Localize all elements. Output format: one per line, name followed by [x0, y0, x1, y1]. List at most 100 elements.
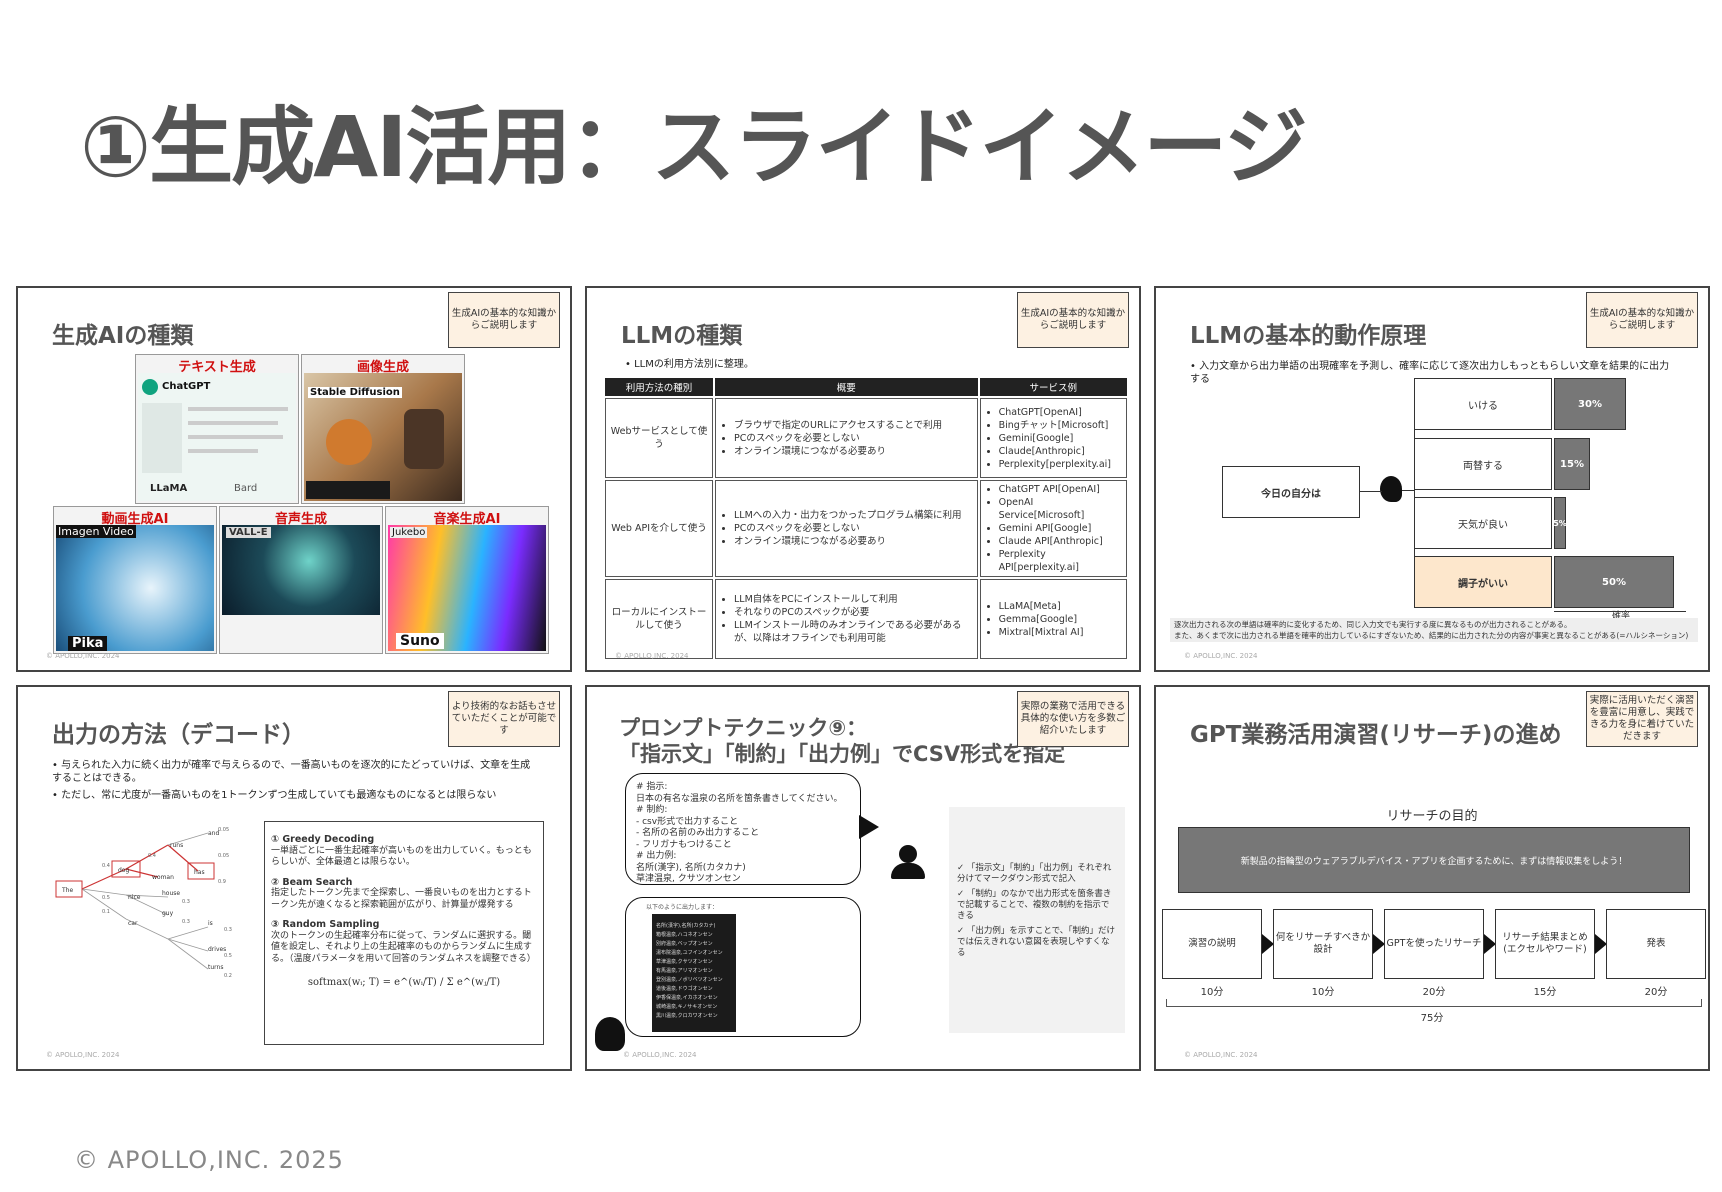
tile-label: 音楽生成AI: [433, 512, 501, 527]
flow-step: 演習の説明: [1162, 909, 1262, 979]
flow-step: 発表: [1606, 909, 1706, 979]
slide-llm-types[interactable]: LLMの種類 生成AIの基本的な知識からご説明します • LLMの利用方法別に整…: [585, 286, 1141, 672]
list-item: PCのスペックを必要としない: [734, 432, 973, 445]
summary-cell: ブラウザで指定のURLにアクセスすることで利用 PCのスペックを必要としない オ…: [715, 398, 978, 478]
softmax-formula: softmax(wᵢ; T) = e^(wᵢ/T) / Σ e^(wⱼ/T): [307, 977, 501, 988]
csv-line: 黒川温泉,クロカワオンセン: [656, 1013, 718, 1019]
connector-line: [1414, 404, 1415, 579]
csv-line: 箱根温泉,ハコネオンセン: [656, 932, 713, 938]
node-box: [55, 880, 83, 898]
tile-label: 音声生成: [274, 512, 327, 527]
copyright: © APOLLO,INC. 2024: [623, 1051, 697, 1059]
method-name: ③ Random Sampling: [271, 919, 380, 930]
tree-word: car: [128, 920, 138, 927]
candidate-box: 両替する: [1414, 438, 1552, 490]
tree-prob: 0.3: [182, 919, 190, 925]
tile-video-generation: 動画生成AI Imagen Video Pika: [53, 506, 217, 654]
tree-word: dog: [118, 867, 129, 874]
tile-label: テキスト生成: [178, 360, 256, 375]
tree-word: drives: [208, 946, 226, 953]
slide-decode-methods[interactable]: 出力の方法（デコード） より技術的なお話もさせていただくことが可能です • 与え…: [16, 685, 572, 1071]
csv-line: 伊香保温泉,イカホオンセン: [656, 995, 718, 1001]
title-line: 「指示文」「制約」「出力例」でCSV形式を指定: [619, 742, 1066, 766]
candidate-box: いける: [1414, 378, 1552, 430]
total-bracket: [1166, 999, 1702, 1007]
total-time: 75分: [1420, 1013, 1444, 1024]
prompt-line: # 出力例:: [636, 851, 677, 861]
input-box: 今日の自分は: [1222, 466, 1360, 518]
title-line: プロンプトテクニック⑨：: [619, 716, 868, 740]
summary-cell: LLM自体をPCにインストールして利用 それなりのPCのスペックが必要 LLMイ…: [715, 579, 978, 659]
llm-table: 利用方法の種別 概要 サービス例 Webサービスとして使う ブラウザで指定のUR…: [603, 376, 1129, 661]
response-header: 以下のように出力します：: [646, 904, 719, 911]
type-cell: ローカルにインストールして使う: [605, 579, 713, 659]
check-item: ✓ 「制約」のなかで出力形式を箇条書きで記載することで、複数の制約を指示できる: [957, 889, 1112, 921]
arrow-right-icon: [1373, 934, 1385, 954]
checklist: ✓ 「指示文」「制約」「出力例」それぞれ分けてマークダウン形式で記入 ✓ 「制約…: [949, 807, 1125, 1033]
list-item: オンライン環境につながる必要あり: [734, 535, 973, 548]
csv-line: 別府温泉,ベップオンセン: [656, 941, 713, 947]
bullet: • ただし、常に尤度が一番高いものを1トークンずつ生成していても最適なものになる…: [52, 790, 497, 801]
tile-text-generation: テキスト生成 ChatGPT LLaMA Bard: [135, 354, 299, 504]
tree-word: is: [208, 920, 213, 927]
bullet-text: 与えられた入力に続く出力が確率で与えらるので、一番高いものを逐次的にたどっていけ…: [52, 760, 531, 784]
tree-word: and: [208, 830, 219, 837]
tree-prob: 0.05: [218, 853, 229, 859]
tree-prob: 0.4: [148, 853, 156, 859]
speaker-note: 生成AIの基本的な知識からご説明します: [1017, 292, 1129, 348]
tile-image-generation: 画像生成 Stable Diffusion: [301, 354, 465, 504]
tree-word: turns: [208, 964, 223, 971]
slide-genai-types[interactable]: 生成AIの種類 生成AIの基本的な知識からご説明します テキスト生成 ChatG…: [16, 286, 572, 672]
slide-llm-principle[interactable]: LLMの基本的動作原理 生成AIの基本的な知識からご説明します • 入力文章から…: [1154, 286, 1710, 672]
bullet-text: 入力文章から出力単語の出現確率を予測し、確率に応じて逐次出力しもっともらしい文章…: [1190, 361, 1670, 385]
tree-word: runs: [170, 842, 183, 849]
tree-prob: 0.4: [102, 863, 110, 869]
chat-line: [188, 449, 258, 453]
slide-title: LLMの基本的動作原理: [1190, 323, 1427, 349]
slide-title: LLMの種類: [621, 323, 743, 349]
purpose-box: 新製品の指輪型のウェアラブルデバイス・アプリを企画するために、まずは情報収集をし…: [1178, 827, 1690, 893]
list-item: LLMへの入力・出力をつかったプログラム構築に利用: [734, 509, 973, 522]
bullet: • 与えられた入力に続く出力が確率で与えらるので、一番高いものを逐次的にたどって…: [52, 760, 531, 784]
prompt-line: - csv形式で出力すること: [636, 816, 739, 827]
axis-label: 確率: [1612, 611, 1631, 621]
chatgpt-logo-icon: [142, 379, 158, 395]
slide-prompt-technique[interactable]: プロンプトテクニック⑨： 「指示文」「制約」「出力例」でCSV形式を指定 実際の…: [585, 685, 1141, 1071]
bullet: • 入力文章から出力単語の出現確率を予測し、確率に応じて逐次出力しもっともらしい…: [1190, 361, 1670, 385]
list-item: Perplexity[perplexity.ai]: [999, 458, 1122, 471]
csv-line: 登別温泉,ノボリベツオンセン: [656, 977, 723, 983]
tree-prob: 0.3: [182, 899, 190, 905]
candidate-box: 天気が良い: [1414, 497, 1552, 549]
brain-head-icon: [1380, 476, 1402, 502]
flow-step: 何をリサーチすべきか設計: [1273, 909, 1373, 979]
vall-e-image: VALL-E: [222, 525, 380, 615]
slide-gpt-exercise[interactable]: GPT業務活用演習(リサーチ)の進め 実際に活用いただく演習を豊富に用意し、実践…: [1154, 685, 1710, 1071]
step-time: 20分: [1422, 987, 1446, 998]
type-cell: Webサービスとして使う: [605, 398, 713, 478]
user-icon: [899, 845, 917, 863]
bullet-text: LLMの利用方法別に整理。: [634, 359, 754, 370]
chat-line: [188, 407, 288, 411]
suno-label: Suno: [396, 633, 444, 649]
footnote-line: 逐次出力される次の単語は確率的に変化するため、同じ入力文でも実行する度に異なるも…: [1174, 620, 1572, 629]
list-item: LLaMA[Meta]: [999, 600, 1122, 613]
decode-methods-box: ① Greedy Decoding 一単語ごとに一番生起確率が高いものを出力して…: [264, 821, 544, 1045]
node-box: [111, 860, 141, 878]
tree-word: house: [162, 890, 180, 897]
jukebox-label: Jukebo: [390, 527, 428, 538]
page-title: ①生成AI活用：スライドイメージ: [80, 98, 1308, 196]
list-item: Claude API[Anthropic]: [999, 535, 1122, 548]
horse-rider-image: [404, 409, 444, 469]
table-row: Webサービスとして使う ブラウザで指定のURLにアクセスすることで利用 PCの…: [605, 398, 1127, 478]
prompt-line: 日本の有名な温泉の名所を箇条書きしてください。: [636, 793, 843, 804]
probability-bar: 5%: [1553, 497, 1567, 549]
table-header: 概要: [715, 378, 978, 396]
list-item: ChatGPT API[OpenAI]: [999, 483, 1122, 496]
list-item: Claude[Anthropic]: [999, 445, 1122, 458]
copyright: © APOLLO,INC. 2024: [1184, 1051, 1258, 1059]
prompt-line: 草津温泉, クサツオンセン: [636, 874, 741, 884]
type-cell: Web APIを介して使う: [605, 480, 713, 577]
probability-bar: 15%: [1554, 438, 1590, 490]
method-desc: 一単語ごとに一番生起確率が高いものを出力していく。もっともらしいが、全体最適とは…: [271, 845, 532, 868]
table-header-row: 利用方法の種別 概要 サービス例: [605, 378, 1127, 396]
